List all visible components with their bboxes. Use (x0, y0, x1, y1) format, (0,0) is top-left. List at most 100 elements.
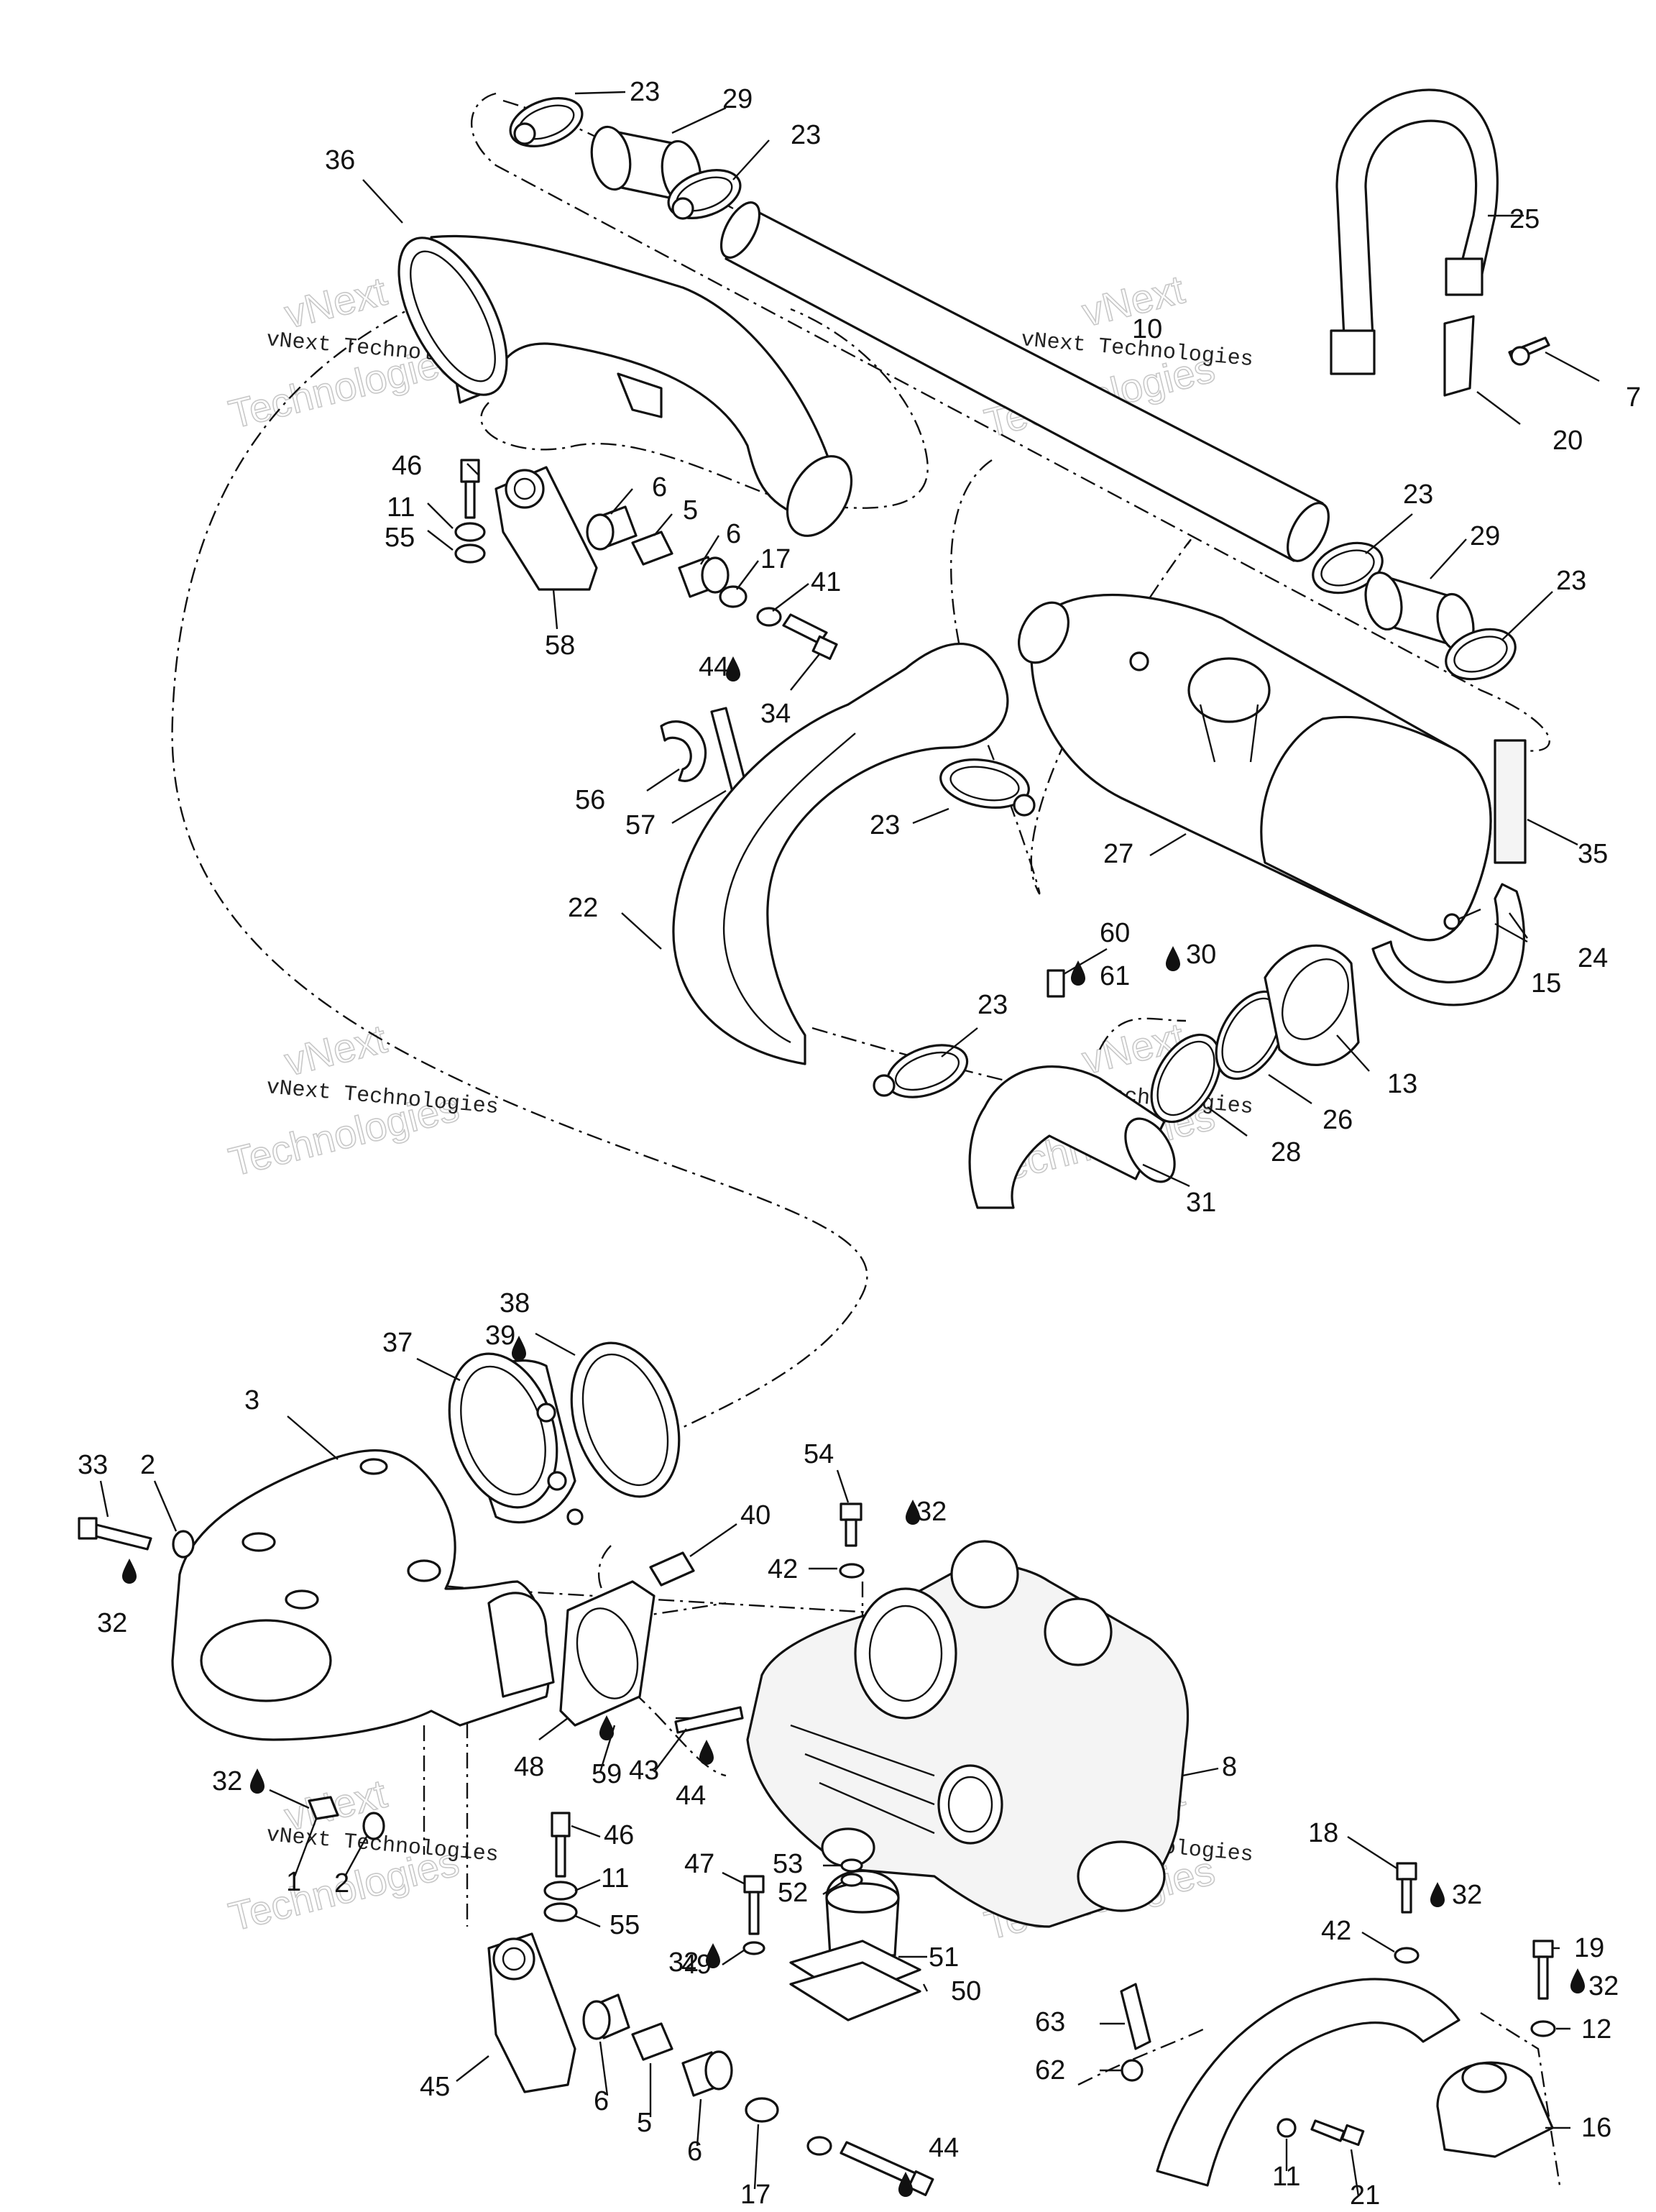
callout-32: 32 (97, 1608, 127, 1638)
callout-32: 32 (212, 1766, 242, 1796)
bolt-head (460, 459, 480, 483)
elbow-flange-inner (410, 250, 496, 382)
bolt-shank (1401, 1878, 1412, 1914)
callout-6: 6 (594, 2086, 609, 2116)
cable-tie-63 (1120, 1983, 1151, 2050)
callout-13: 13 (1387, 1069, 1417, 1099)
o-ring-28 (1150, 1033, 1222, 1124)
callout-29: 29 (722, 84, 753, 114)
nut-1 (308, 1796, 339, 1820)
gasket-inner (581, 1353, 669, 1487)
callout-23: 23 (791, 120, 821, 150)
drop-icon (706, 1943, 720, 1968)
guard-body (1156, 1978, 1460, 2187)
callout-49: 49 (681, 1950, 712, 1980)
callout-20: 20 (1552, 426, 1583, 456)
o-ring-inner (1156, 1040, 1215, 1116)
callout-23: 23 (978, 990, 1008, 1020)
callout-34: 34 (760, 699, 791, 729)
clamp-inner (1453, 635, 1508, 673)
callout-56: 56 (575, 785, 605, 815)
callout-62: 62 (1035, 2055, 1065, 2085)
hose-clamp-23-right-a (1312, 541, 1384, 595)
callout-37: 37 (382, 1328, 413, 1358)
callout-60: 60 (1100, 918, 1130, 948)
plate-lower (789, 1961, 921, 2021)
callout-57: 57 (625, 810, 656, 840)
sleeve-end (590, 125, 632, 191)
strap-band (1335, 88, 1499, 339)
washer-42-right (1394, 1947, 1420, 1964)
engine-mount-16 (1436, 2061, 1554, 2158)
bolt-head (78, 1517, 98, 1540)
callout-23: 23 (1556, 566, 1586, 596)
drop-icon (122, 1559, 137, 1584)
sleeve-body (649, 1551, 695, 1587)
washer-2-top (172, 1530, 195, 1559)
bolt-shank (88, 1523, 152, 1551)
elbow-body (968, 1065, 1166, 1209)
gasket-38 (570, 1341, 681, 1498)
muffler-27 (1018, 593, 1492, 942)
elbow-outlet (786, 455, 853, 537)
nut-inner (1281, 958, 1350, 1040)
callout-44: 44 (676, 1781, 706, 1811)
callout-16: 16 (1581, 2113, 1611, 2143)
o-ring (1150, 1033, 1222, 1124)
engine-8 (746, 1540, 1190, 1928)
bolt-shank (845, 1518, 857, 1547)
exhaust-support-58 (494, 466, 598, 591)
adapter-fitting (566, 1508, 584, 1525)
washer-55-top (454, 543, 486, 564)
elbow-tab (617, 372, 663, 418)
lock-washer-41 (756, 607, 782, 627)
callout-11: 11 (601, 1863, 629, 1894)
sleeve-end (1364, 571, 1403, 631)
elbow-end (1124, 1117, 1176, 1183)
assembly-lines (171, 92, 1561, 2186)
callout-46: 46 (604, 1820, 634, 1850)
bolt-head (1340, 2124, 1365, 2147)
callout-38: 38 (500, 1288, 530, 1318)
clamp-inner (894, 1051, 960, 1091)
callout-7: 7 (1626, 382, 1641, 413)
callout-46: 46 (392, 451, 422, 481)
watermark-text: vNext (280, 1016, 392, 1085)
callout-42: 42 (1321, 1916, 1351, 1946)
callout-30: 30 (1186, 940, 1216, 970)
callout-5: 5 (683, 495, 698, 526)
callout-17: 17 (740, 2180, 770, 2208)
spacer-body (631, 531, 673, 566)
mount-plates-50 (789, 1940, 921, 2021)
callout-6: 6 (726, 519, 741, 549)
callout-6: 6 (687, 2137, 702, 2167)
engine-cap (1044, 1597, 1113, 1666)
bolt-46-top (460, 459, 480, 519)
drop-icon (250, 1768, 264, 1794)
clamp-body (660, 720, 707, 782)
muffler-fitting (1129, 651, 1149, 671)
bolt-47 (743, 1875, 765, 1935)
manifold-boss (242, 1532, 276, 1552)
nut-13 (1264, 944, 1360, 1066)
bolt-19 (1532, 1940, 1554, 2000)
hose-clamp-23-mid (939, 758, 1036, 817)
gasket-bore (576, 1607, 639, 1699)
callout-23: 23 (630, 77, 660, 107)
callout-55: 55 (385, 523, 415, 553)
callout-63: 63 (1035, 2007, 1065, 2037)
callout-32: 32 (1452, 1880, 1482, 1910)
drop-icon (1570, 1968, 1585, 1993)
gasket-plate (559, 1580, 656, 1727)
hose-body (672, 643, 1009, 1065)
exhaust-manifold-3 (171, 1449, 555, 1741)
callout-8: 8 (1222, 1752, 1237, 1782)
elbow-body (430, 234, 835, 519)
callout-28: 28 (1271, 1137, 1301, 1167)
callout-44: 44 (929, 2133, 959, 2163)
bolt-33 (78, 1517, 152, 1551)
bushing-6-top-a (586, 505, 638, 551)
washer-2-bottom (362, 1812, 385, 1840)
callout-2: 2 (140, 1450, 155, 1480)
assembly-line (480, 308, 929, 509)
